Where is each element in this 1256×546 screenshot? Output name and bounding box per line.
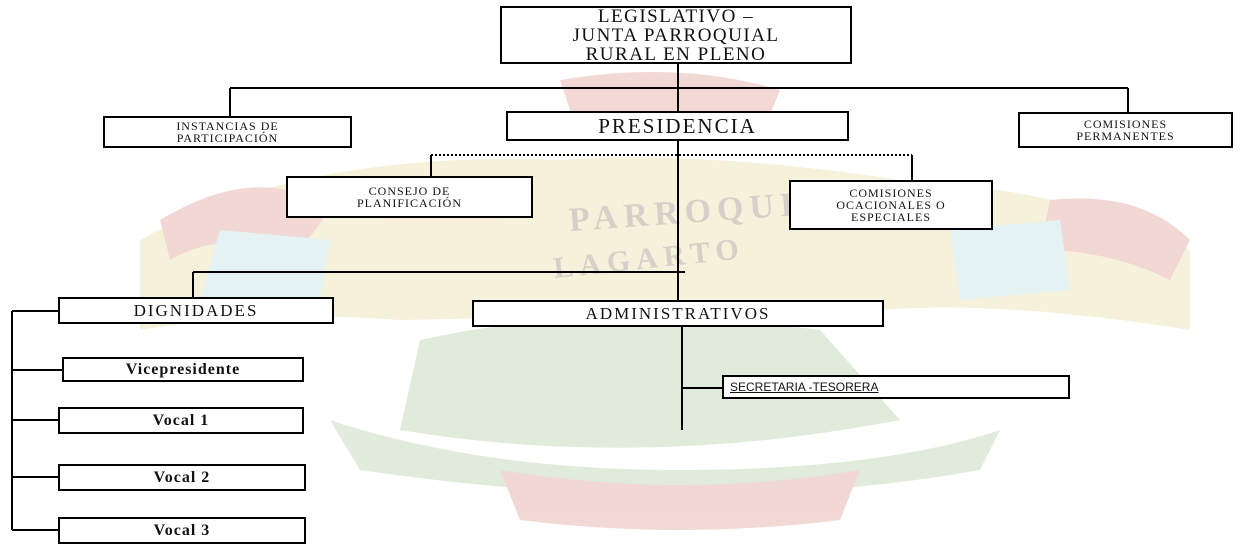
box-vocal-2: Vocal 2 [58, 464, 306, 491]
box-comisiones-ocasionales: COMISIONES OCACIONALES O ESPECIALES [789, 180, 993, 230]
box-secretaria-tesorera: SECRETARIA -TESORERA [722, 375, 1070, 399]
box-presidencia: PRESIDENCIA [506, 111, 849, 141]
box-vocal-1: Vocal 1 [58, 407, 304, 434]
box-consejo-planificacion: CONSEJO DE PLANIFICACIÓN [286, 176, 533, 218]
box-instancias-participacion: INSTANCIAS DE PARTICIPACIÓN [103, 116, 352, 148]
box-dignidades: DIGNIDADES [58, 297, 334, 324]
box-vocal-3: Vocal 3 [58, 517, 306, 544]
box-administrativos: ADMINISTRATIVOS [472, 300, 884, 327]
box-legislativo: LEGISLATIVO – JUNTA PARROQUIAL RURAL EN … [500, 6, 852, 64]
box-vicepresidente: Vicepresidente [62, 357, 304, 382]
box-comisiones-permanentes: COMISIONES PERMANENTES [1018, 112, 1233, 148]
